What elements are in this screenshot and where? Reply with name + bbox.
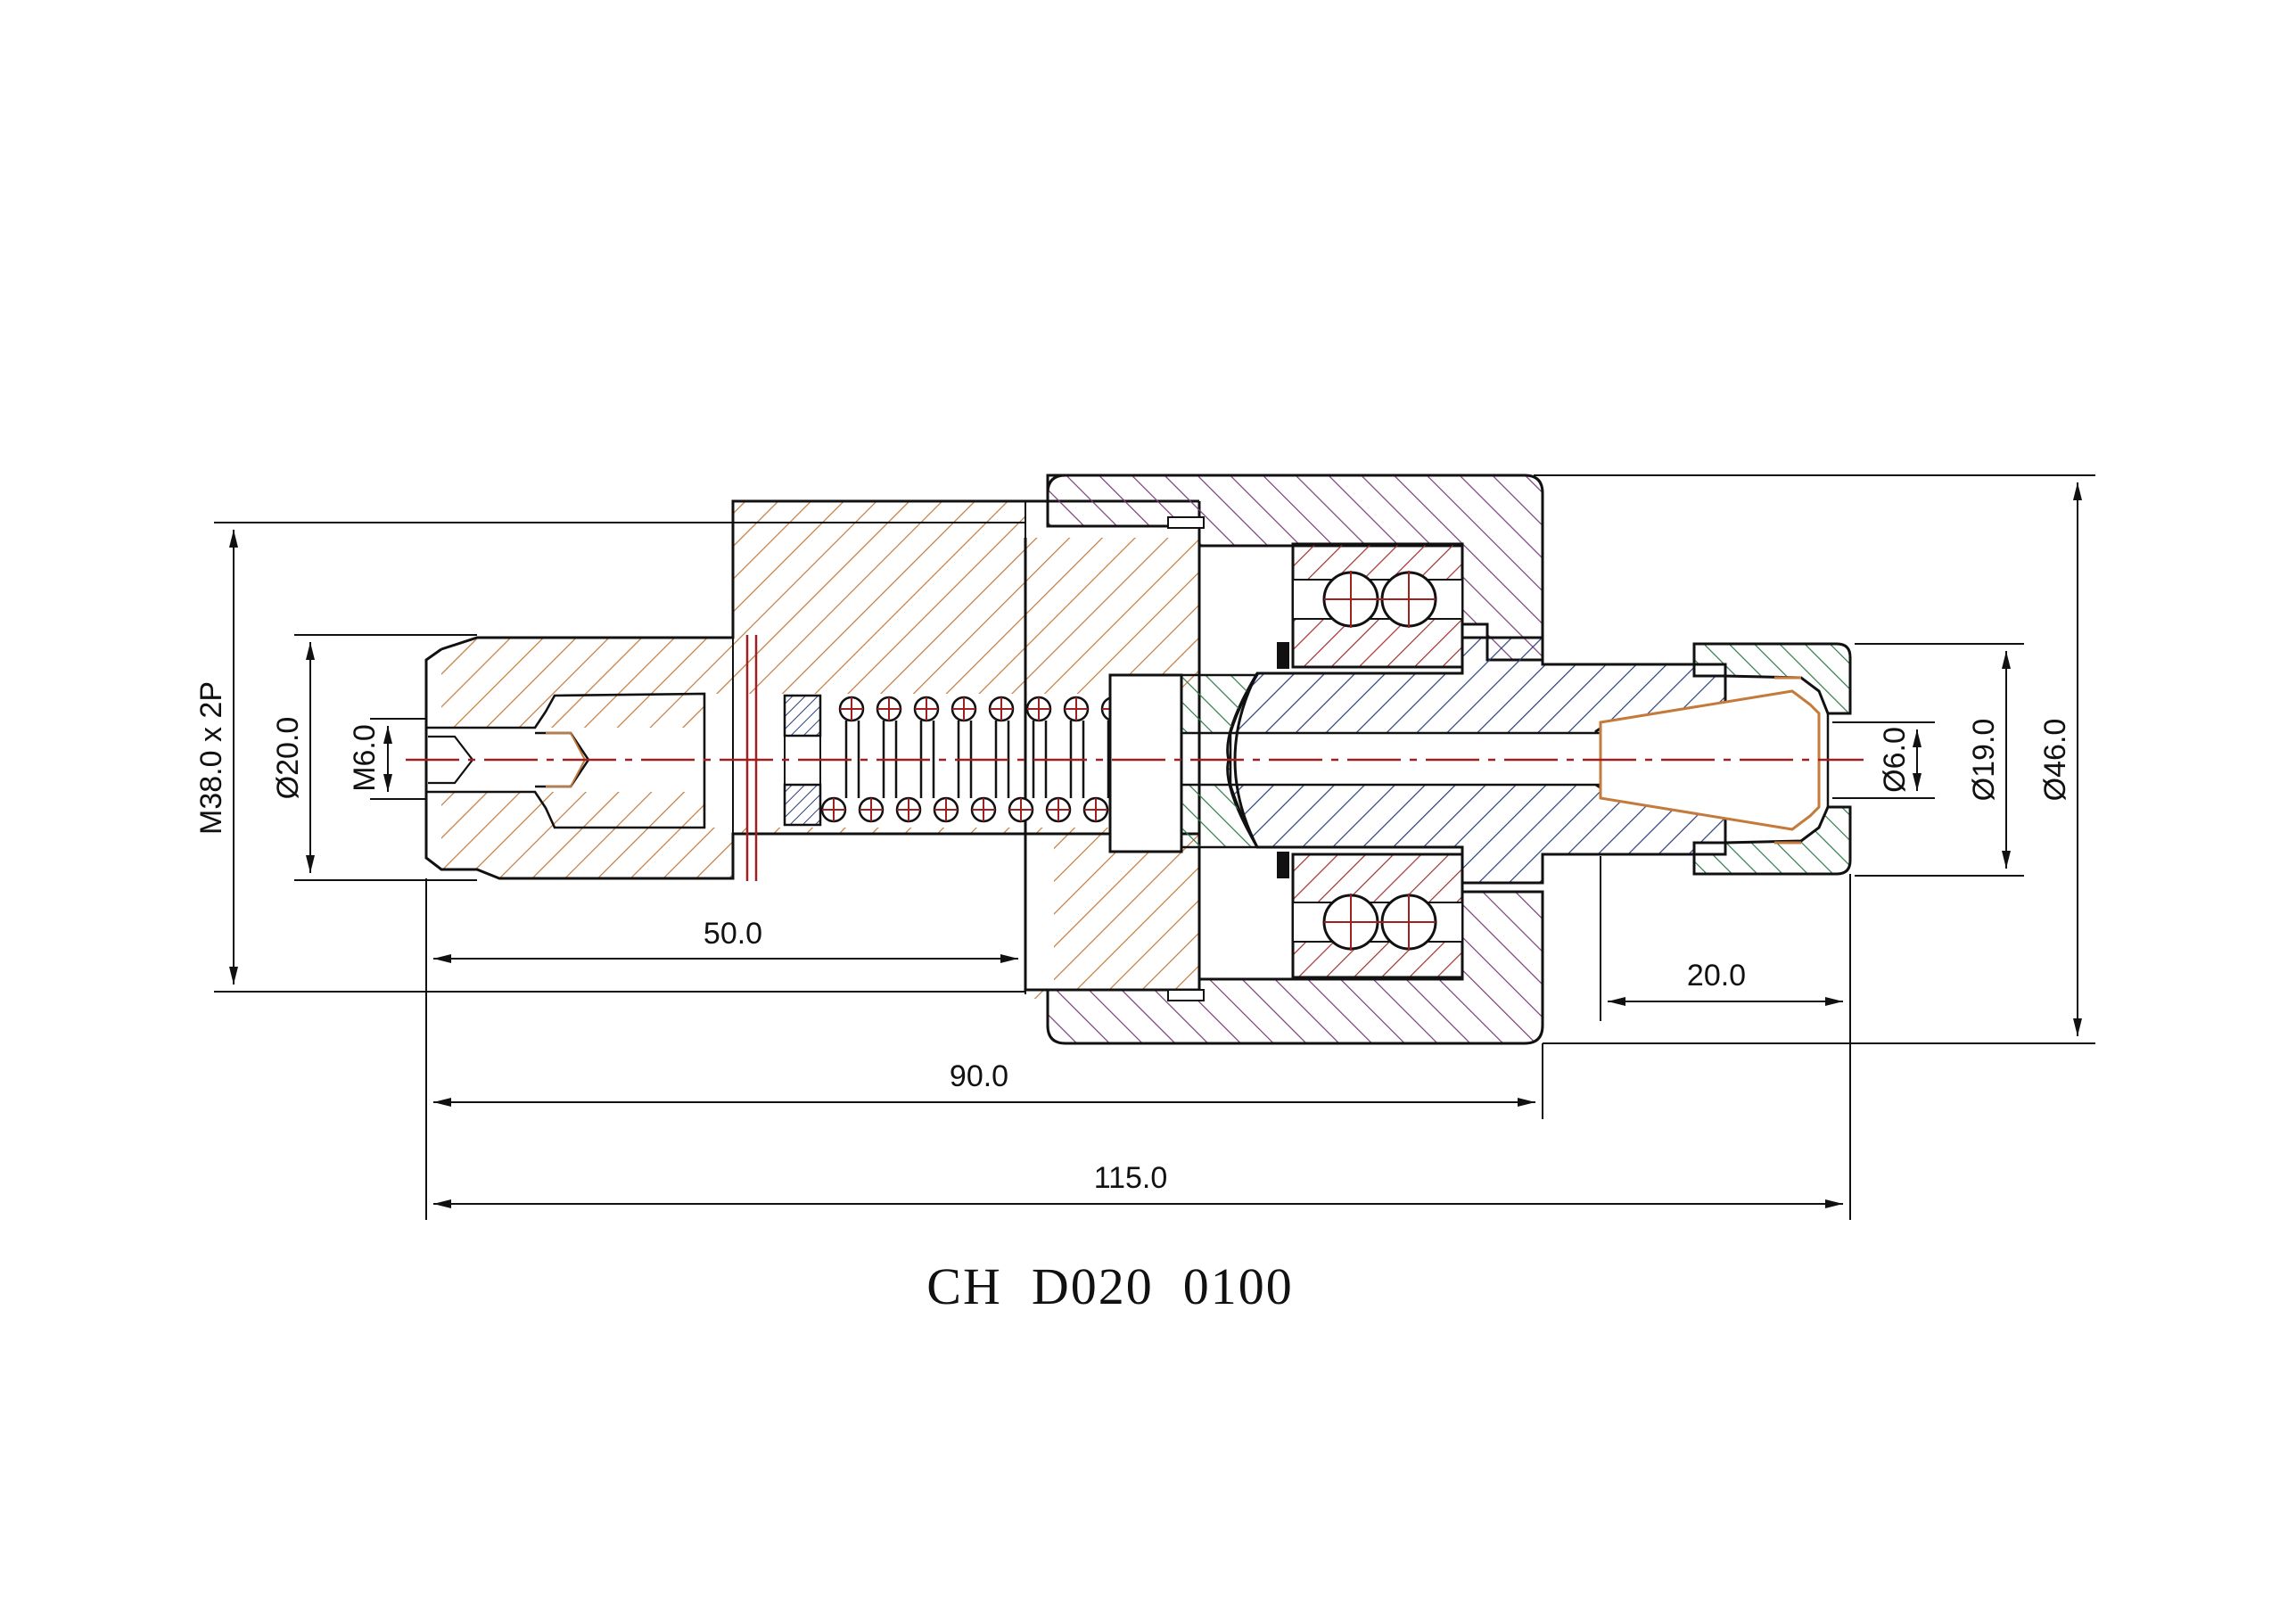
dim-len90-label: 90.0 [950, 1059, 1008, 1093]
collet-nut [1692, 642, 1852, 876]
dim-m6-label: M6.0 [348, 724, 382, 792]
seal-ring [1277, 642, 1289, 669]
pressure-collar [1180, 642, 1289, 878]
bearing-lower [1291, 853, 1464, 979]
nut-gap [1167, 989, 1205, 1001]
spring [783, 673, 1183, 853]
spring-washer [783, 694, 822, 737]
drawing-title: CH D020 0100 [926, 1257, 1293, 1315]
dim-len115-label: 115.0 [1094, 1161, 1168, 1195]
dim-thread-label: M38.0 x 2P [194, 681, 228, 835]
nut-inner-step [1046, 474, 1066, 494]
spring-end-block [1108, 673, 1183, 853]
dim-d20-label: Ø20.0 [271, 717, 305, 800]
dim-d19-label: Ø19.0 [1967, 719, 2001, 802]
dim-d46-label: Ø46.0 [2038, 719, 2072, 802]
collet-nut-section [1692, 805, 1852, 876]
nut-gap [1167, 516, 1205, 529]
collar-section [1180, 673, 1260, 735]
seal-ring [1277, 852, 1289, 878]
bearing-upper [1291, 542, 1464, 669]
dim-d6-label: Ø6.0 [1878, 727, 1912, 793]
dim-len20-label: 20.0 [1687, 959, 1746, 993]
clamping-nut [1046, 474, 1544, 1045]
dimensions [214, 474, 2095, 1220]
spring-washer [783, 783, 822, 827]
collar-section [1180, 783, 1260, 849]
nut-section [1046, 890, 1544, 1045]
collet-nut-section [1692, 642, 1852, 715]
dim-len50-label: 50.0 [704, 917, 762, 951]
